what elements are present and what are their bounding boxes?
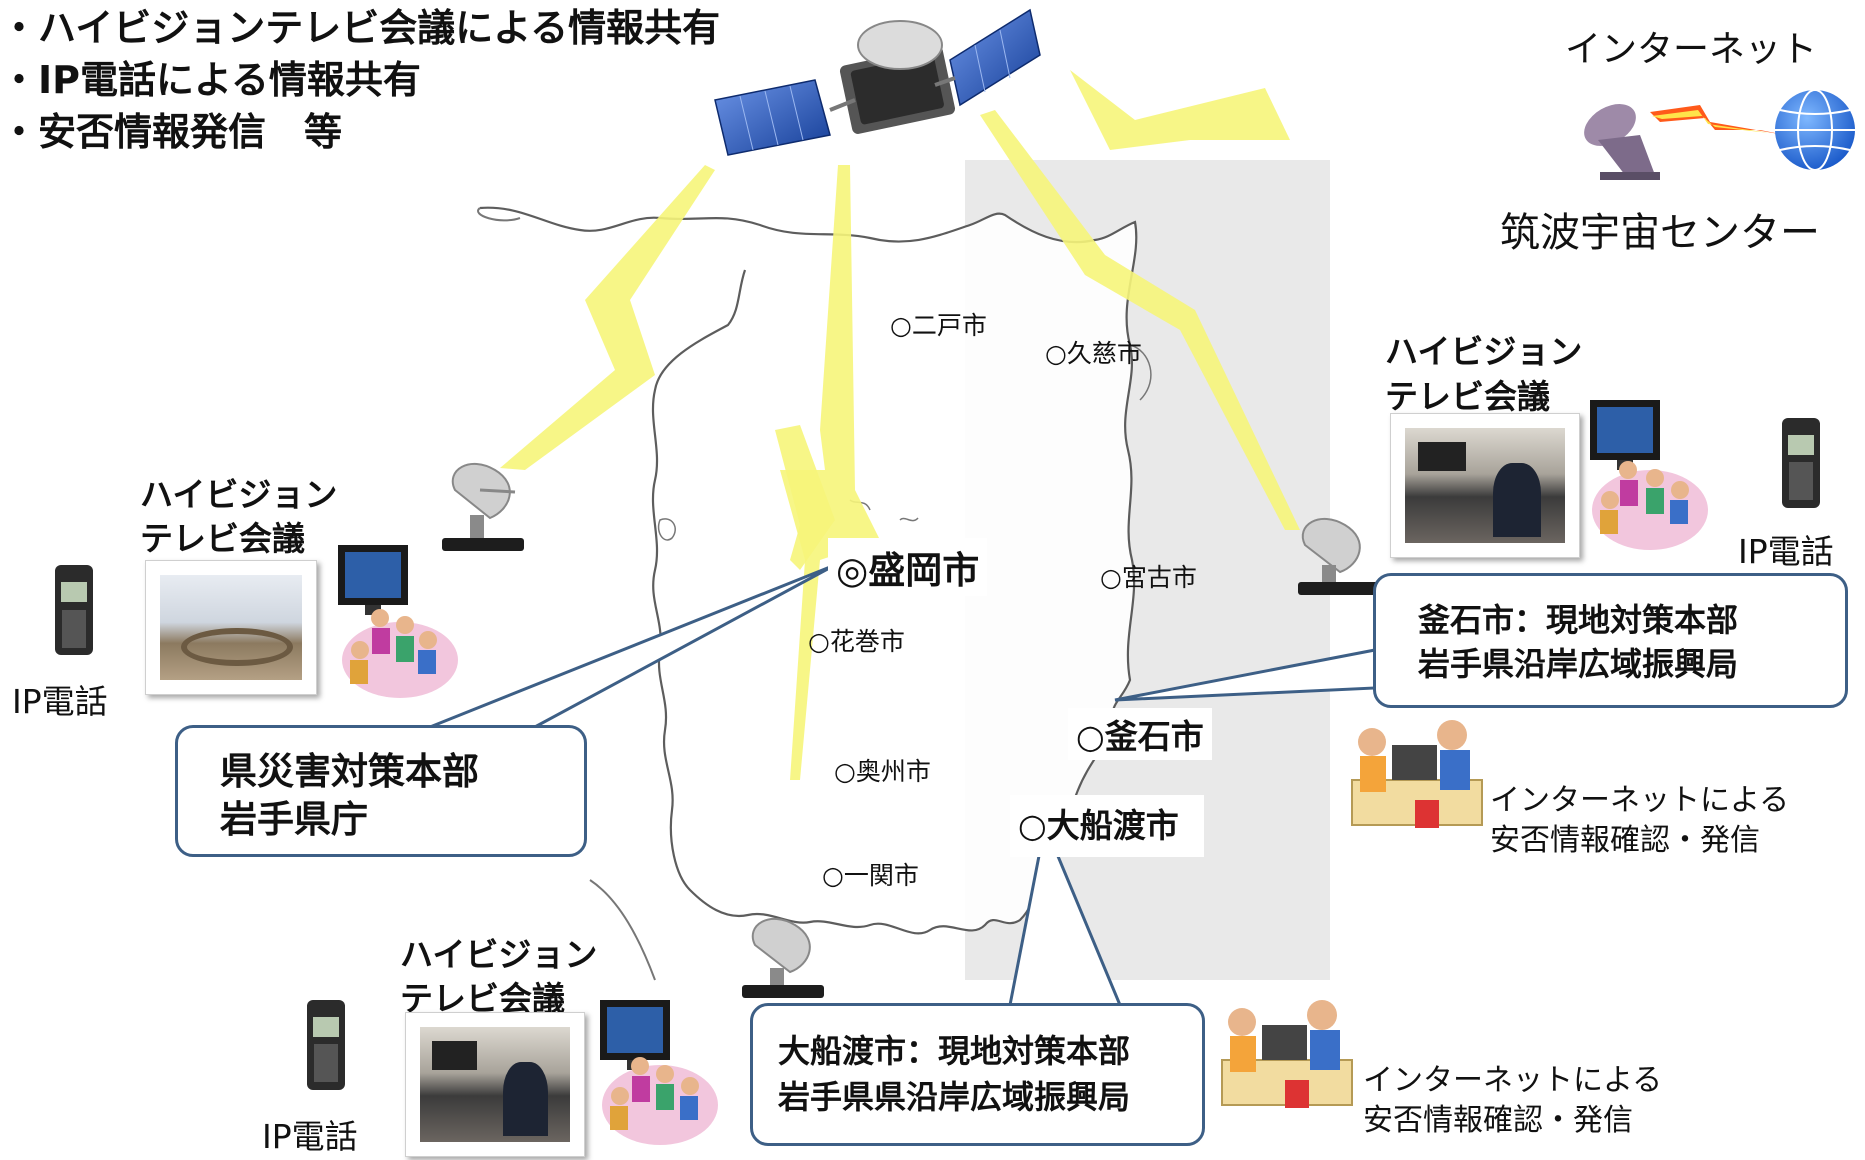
city-kuji: ○久慈市	[1045, 339, 1142, 368]
callout-kamaishi-line2: 岩手県沿岸広域振興局	[1418, 645, 1739, 683]
tv-monitor-east-icon	[1590, 400, 1660, 470]
city-morioka: ◎盛岡市	[828, 538, 988, 596]
lightning-satellite-internet	[1070, 70, 1290, 150]
ip-phone-west-icon	[55, 565, 93, 655]
callout-ofunato-line2: 岩手県県沿岸広域振興局	[778, 1078, 1131, 1116]
bullet-item: ・ハイビジョンテレビ会議による情報共有	[0, 6, 721, 50]
tsukuba-label: 筑波宇宙センター	[1500, 210, 1820, 256]
internet-globe-icon	[1775, 89, 1855, 171]
city-hanamaki: ○花巻市	[808, 627, 905, 656]
internet-safety-south-1: インターネットによる	[1363, 1063, 1663, 1098]
callout-kamaishi-line1: 釜石市：現地対策本部	[1418, 601, 1739, 639]
bullet-item: ・安否情報発信 等	[0, 110, 343, 154]
city-ichinoseki: ○一関市	[822, 861, 919, 890]
callout-pref-hq: 県災害対策本部 岩手県庁	[175, 725, 587, 857]
tv-monitor-west-icon	[338, 545, 408, 615]
city-kamaishi: ○釜石市	[1068, 708, 1212, 760]
ip-phone-south-icon	[307, 1000, 345, 1090]
hv-conf-west-label-2: テレビ会議	[140, 519, 305, 558]
people-group-south-icon	[602, 1057, 718, 1145]
ground-dish-east-icon	[1298, 518, 1380, 595]
hv-conf-west-label-1: ハイビジョン	[140, 475, 338, 514]
bullet-item: ・IP電話による情報共有	[0, 58, 421, 102]
internet-label: インターネット	[1565, 29, 1818, 70]
callout-pref-line1: 県災害対策本部	[220, 750, 479, 793]
callout-ofunato: 大船渡市：現地対策本部 岩手県県沿岸広域振興局	[750, 1003, 1205, 1146]
hv-conf-south-label-2: テレビ会議	[400, 979, 565, 1018]
callout-kamaishi: 釜石市：現地対策本部 岩手県沿岸広域振興局	[1373, 573, 1848, 708]
ip-phone-east-icon	[1782, 418, 1820, 508]
city-miyako: ○宮古市	[1100, 563, 1197, 592]
tv-monitor-south-icon	[600, 1000, 670, 1070]
internet-safety-south-2: 安否情報確認・発信	[1363, 1103, 1633, 1138]
ip-phone-west-label: IP電話	[12, 682, 108, 721]
internet-safety-east-2: 安否情報確認・発信	[1490, 823, 1760, 858]
lightning-morioka	[775, 425, 835, 570]
city-ofunato: ○大船渡市	[1010, 795, 1204, 857]
callout-ofunato-line1: 大船渡市：現地対策本部	[778, 1032, 1131, 1070]
hv-conf-east-label-1: ハイビジョン	[1385, 332, 1583, 371]
city-oshu: ○奥州市	[834, 757, 931, 786]
internet-users-south-icon	[1221, 1000, 1353, 1108]
hv-conf-south-label-1: ハイビジョン	[400, 935, 598, 974]
tsukuba-dish-icon	[1584, 104, 1660, 180]
callout-pref-line2: 岩手県庁	[220, 798, 368, 841]
ground-dish-west-icon	[442, 463, 524, 551]
ground-dish-south-icon	[742, 918, 824, 998]
ip-phone-east-label: IP電話	[1738, 532, 1834, 571]
city-ninohe: ○二戸市	[890, 311, 987, 340]
lightning-satellite-east	[980, 110, 1300, 530]
people-group-west-icon	[342, 609, 458, 698]
internet-safety-east-1: インターネットによる	[1490, 783, 1790, 818]
lightning-satellite-center	[780, 165, 880, 780]
conference-photo-east	[1390, 413, 1580, 558]
lightning-tsukuba	[1650, 105, 1785, 135]
feature-bullet-list: ・ハイビジョンテレビ会議による情報共有 ・IP電話による情報共有 ・安否情報発信…	[0, 2, 720, 158]
ip-phone-south-label: IP電話	[262, 1117, 358, 1156]
satellite-icon	[714, 8, 1041, 156]
people-group-east-icon	[1592, 461, 1708, 550]
hv-conf-east-label-2: テレビ会議	[1385, 377, 1550, 416]
lightning-satellite-west	[500, 165, 715, 470]
conference-photo-south	[405, 1012, 585, 1157]
conference-photo-west	[145, 560, 317, 695]
internet-users-east-icon	[1351, 720, 1483, 828]
